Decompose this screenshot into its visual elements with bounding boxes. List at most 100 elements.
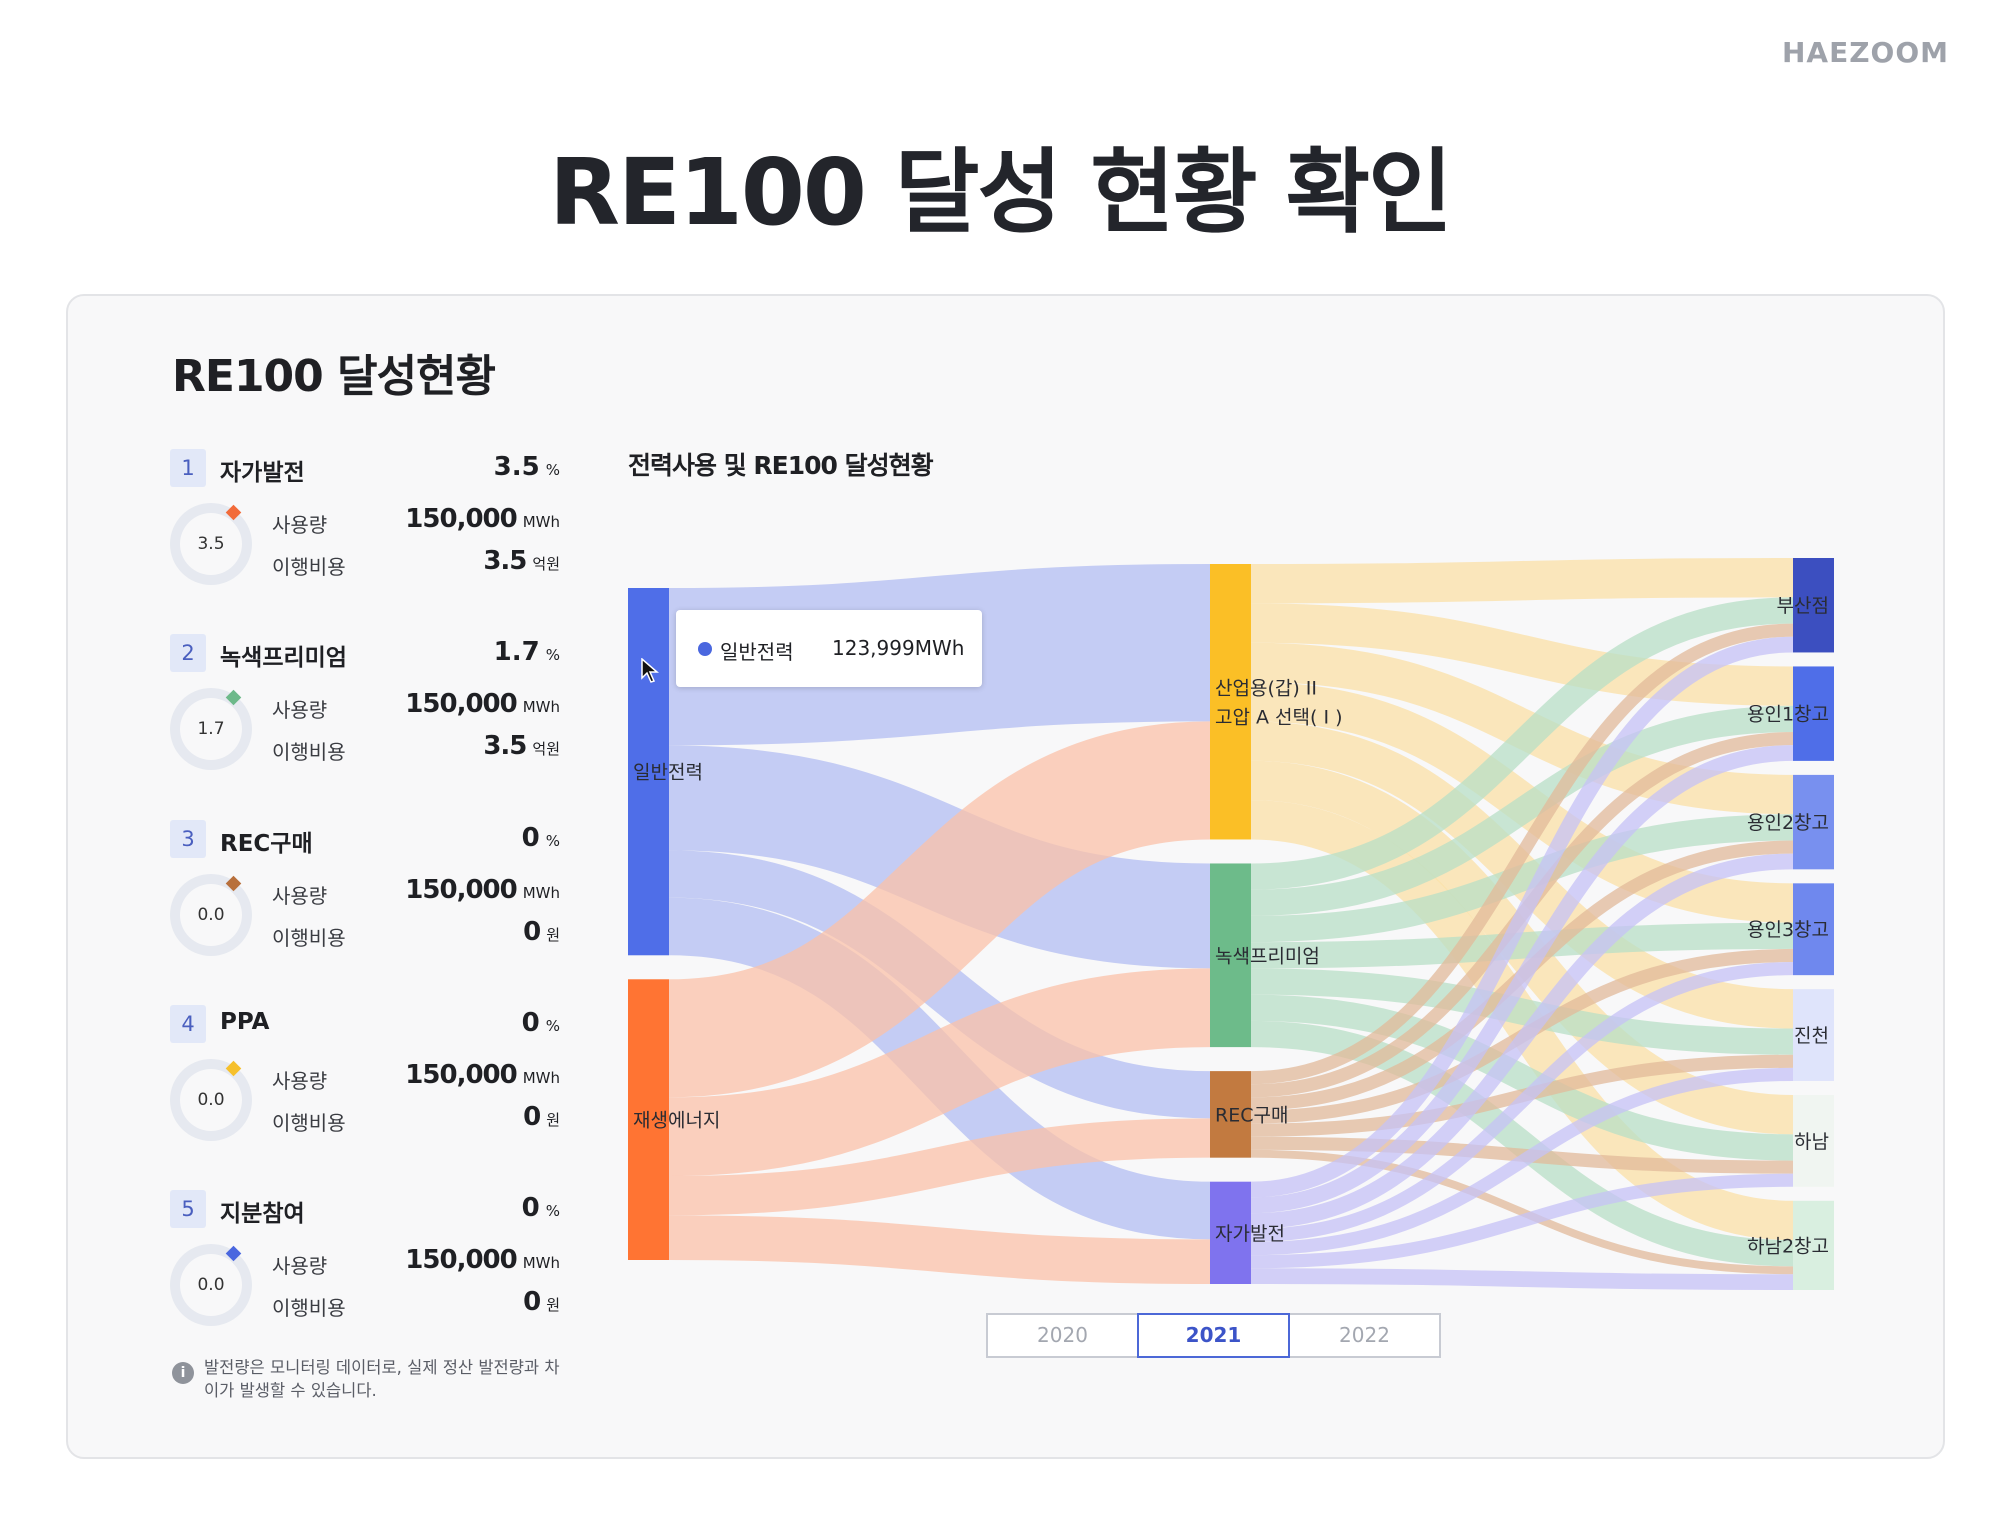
sankey-label-busan: 부산점 — [1777, 595, 1829, 617]
cost-label: 이행비용 — [272, 1111, 346, 1135]
sankey-node-self[interactable] — [1210, 1181, 1251, 1284]
sankey-link-green-jincheon[interactable] — [1250, 968, 1794, 1055]
sankey-label-yongin3: 용인3창고 — [1747, 919, 1829, 941]
sankey-label-general: 일반전력 — [633, 762, 703, 784]
sankey-node-hanam2[interactable] — [1793, 1200, 1834, 1290]
sankey-link-self-hanam[interactable] — [1250, 1173, 1794, 1269]
chart-title: 전력사용 및 RE100 달성현황 — [628, 451, 934, 480]
sankey-link-self-yongin2[interactable] — [1250, 853, 1794, 1229]
tooltip-name: 일반전력 — [720, 640, 794, 664]
year-tab-2022[interactable]: 2022 — [1288, 1313, 1441, 1358]
item-percent: 1.7% — [493, 637, 560, 667]
sankey-link-renewable-industrial[interactable] — [667, 721, 1212, 1098]
tooltip-value: 123,999MWh — [832, 636, 965, 660]
panel-title: RE100 달성현황 — [172, 351, 496, 402]
sankey-link-self-jincheon[interactable] — [1250, 1067, 1794, 1256]
progress-donut: 0.0 — [170, 1059, 252, 1141]
sankey-node-renewable[interactable] — [628, 979, 669, 1260]
sankey-link-green-yongin1[interactable] — [1250, 705, 1794, 916]
sankey-link-green-yongin3[interactable] — [1250, 922, 1794, 969]
progress-donut: 3.5 — [170, 503, 252, 585]
donut-value: 1.7 — [180, 698, 242, 760]
sankey-node-yongin3[interactable] — [1793, 883, 1834, 976]
donut-value: 3.5 — [180, 513, 242, 575]
item-number: 4 — [170, 1005, 206, 1043]
sankey-link-self-yongin1[interactable] — [1250, 745, 1794, 1214]
sankey-node-jincheon[interactable] — [1793, 989, 1834, 1081]
item-number: 1 — [170, 449, 206, 487]
sankey-node-rec[interactable] — [1210, 1071, 1251, 1158]
item-number: 2 — [170, 634, 206, 672]
sankey-link-rec-busan[interactable] — [1250, 623, 1794, 1085]
sankey-link-self-busan[interactable] — [1250, 636, 1794, 1198]
sankey-node-industrial[interactable] — [1210, 564, 1251, 840]
sankey-node-green[interactable] — [1210, 863, 1251, 1048]
item-percent: 3.5% — [493, 452, 560, 482]
sankey-link-green-busan[interactable] — [1250, 597, 1794, 890]
usage-label: 사용량 — [272, 513, 328, 537]
sankey-label-hanam: 하남 — [1794, 1131, 1829, 1153]
cost-label: 이행비용 — [272, 926, 346, 950]
sankey-node-yongin2[interactable] — [1793, 774, 1834, 870]
sankey-link-renewable-self[interactable] — [668, 1215, 1211, 1284]
year-tab-2020[interactable]: 2020 — [986, 1313, 1139, 1358]
sankey-label-jincheon: 진천 — [1794, 1025, 1829, 1047]
sankey-node-yongin1[interactable] — [1793, 666, 1834, 761]
cost-label: 이행비용 — [272, 1296, 346, 1320]
cost-label: 이행비용 — [272, 555, 346, 579]
item-name: 녹색프리미엄 — [220, 645, 347, 671]
item-name: PPA — [220, 1009, 270, 1035]
progress-donut: 0.0 — [170, 874, 252, 956]
sankey-link-renewable-rec[interactable] — [668, 1118, 1211, 1216]
usage-label: 사용량 — [272, 698, 328, 722]
page-title: RE100 달성 현황 확인 — [549, 139, 1453, 246]
item-number: 5 — [170, 1190, 206, 1228]
cost-label: 이행비용 — [272, 740, 346, 764]
footnote: 발전량은 모니터링 데이터로, 실제 정산 발전량과 차이가 발생할 수 있습니… — [204, 1358, 560, 1400]
sankey-link-green-yongin2[interactable] — [1250, 814, 1794, 943]
sankey-link-green-hanam[interactable] — [1250, 994, 1794, 1161]
sankey-node-hanam[interactable] — [1793, 1094, 1834, 1187]
year-tab-2021[interactable]: 2021 — [1137, 1313, 1290, 1358]
progress-donut: 0.0 — [170, 1244, 252, 1326]
chart-tooltip: 일반전력 123,999MWh — [676, 610, 982, 687]
usage-label: 사용량 — [272, 1069, 328, 1093]
sankey-link-self-yongin3[interactable] — [1250, 962, 1794, 1243]
item-name: REC구매 — [220, 831, 313, 857]
sankey-link-self-hanam2[interactable] — [1250, 1268, 1794, 1291]
item-percent: 0% — [521, 1008, 560, 1038]
brand-logo: HAEZOOM — [1781, 36, 1949, 69]
donut-value: 0.0 — [180, 884, 242, 946]
donut-value: 0.0 — [180, 1254, 242, 1316]
sankey-label-self: 자가발전 — [1215, 1223, 1285, 1245]
sankey-label-yongin2: 용인2창고 — [1747, 812, 1829, 834]
usage-label: 사용량 — [272, 884, 328, 908]
donut-value: 0.0 — [180, 1069, 242, 1131]
info-icon: i — [172, 1362, 194, 1384]
item-name: 자가발전 — [220, 460, 305, 486]
sankey-link-industrial-busan[interactable] — [1250, 557, 1794, 604]
sankey-node-busan[interactable] — [1793, 558, 1834, 653]
item-name: 지분참여 — [220, 1201, 305, 1227]
item-percent: 0% — [521, 823, 560, 853]
sankey-node-general[interactable] — [628, 588, 669, 956]
sankey-label-yongin1: 용인1창고 — [1747, 704, 1829, 726]
sankey-link-renewable-green[interactable] — [668, 968, 1211, 1177]
